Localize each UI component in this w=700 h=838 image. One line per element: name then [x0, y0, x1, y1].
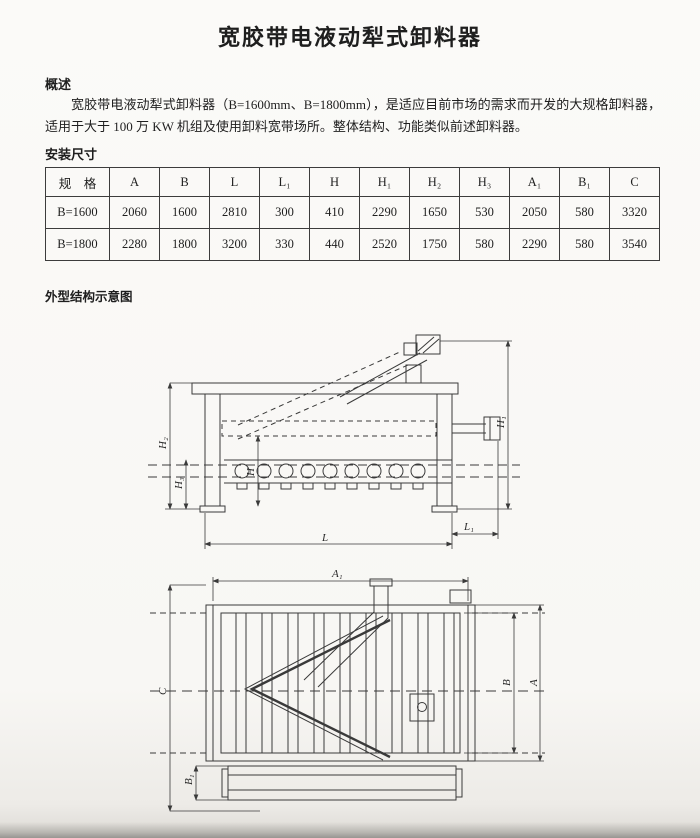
- table-cell: 580: [459, 228, 510, 261]
- side-view-centerlines: [148, 464, 520, 478]
- table-cell: 1650: [409, 196, 460, 229]
- side-view-drawing: L L₁ H₁ H₂ H₃ H: [148, 334, 520, 549]
- table-header-row: 规 格 A B L L₁ H H₁ H₂ H₃ A₁ B₁ C: [45, 167, 660, 197]
- table-header-cell: A: [109, 167, 160, 197]
- dim-label-B1: B₁: [183, 774, 195, 785]
- table-cell: 410: [309, 196, 360, 229]
- side-view-plow-arm: [221, 334, 501, 441]
- side-view-dimensions: [165, 340, 512, 549]
- table-row: B=1600 2060 1600 2810 300 410 2290 1650 …: [45, 196, 660, 229]
- table-header-cell: A₁: [509, 167, 560, 197]
- table-cell: 580: [559, 228, 610, 261]
- table-cell: 2520: [359, 228, 410, 261]
- table-cell: 3320: [609, 196, 660, 229]
- table-header-spec: 规 格: [45, 167, 110, 197]
- dim-label-C: C: [157, 687, 169, 695]
- table-cell: 440: [309, 228, 360, 261]
- table-cell: 2060: [109, 196, 160, 229]
- table-header-cell: L₁: [259, 167, 310, 197]
- table-row: B=1800 2280 1800 3200 330 440 2520 1750 …: [45, 228, 660, 261]
- table-cell: 2280: [109, 228, 160, 261]
- table-cell: 2050: [509, 196, 560, 229]
- table-header-cell: H₃: [459, 167, 510, 197]
- overview-paragraph: 宽胶带电液动犁式卸料器（B=1600mm、B=1800mm），是适应目前市场的需…: [45, 97, 661, 134]
- overview-heading: 概述: [45, 77, 72, 92]
- dim-label-A1: A₁: [331, 568, 343, 580]
- diagram-heading: 外型结构示意图: [45, 290, 133, 304]
- dim-label-L: L: [321, 532, 328, 544]
- table-cell: 2290: [509, 228, 560, 261]
- dim-label-A: A: [528, 679, 540, 687]
- dim-label-B: B: [501, 679, 513, 686]
- dim-label-H: H: [245, 467, 257, 477]
- table-cell: 330: [259, 228, 310, 261]
- table-header-cell: H₂: [409, 167, 460, 197]
- page-title: 宽胶带电液动犁式卸料器: [217, 25, 482, 50]
- top-view-lower-section: [221, 765, 463, 801]
- dim-label-L1: L₁: [463, 521, 474, 533]
- table-cell: 1800: [159, 228, 210, 261]
- table-header-cell: L: [209, 167, 260, 197]
- table-cell: 1750: [409, 228, 460, 261]
- table-header-cell: C: [609, 167, 660, 197]
- top-view-rollers: [235, 612, 455, 754]
- dim-label-H1: H₁: [495, 416, 507, 429]
- table-cell: 3540: [609, 228, 660, 261]
- side-view-frame: [191, 382, 459, 513]
- table-cell: 1600: [159, 196, 210, 229]
- table-cell: 3200: [209, 228, 260, 261]
- side-view-labels: L L₁ H₁ H₂ H₃ H: [157, 416, 507, 544]
- table-cell: 2290: [359, 196, 410, 229]
- side-view-rollers: [234, 463, 426, 490]
- table-cell: 2810: [209, 196, 260, 229]
- table-cell: 300: [259, 196, 310, 229]
- dimensions-heading: 安装尺寸: [45, 147, 98, 162]
- top-view-dimensions: [167, 577, 544, 812]
- top-view-drawing: A₁ A B C B₁: [150, 568, 548, 812]
- dimensions-table: 规 格 A B L L₁ H H₁ H₂ H₃ A₁ B₁ C B=1600 2…: [45, 167, 660, 261]
- table-header-cell: B₁: [559, 167, 610, 197]
- top-view-labels: A₁ A B C B₁: [157, 568, 540, 785]
- dim-label-H3: H₃: [173, 477, 185, 490]
- table-cell: 580: [559, 196, 610, 229]
- table-cell-spec: B=1600: [45, 196, 110, 229]
- top-view-plow: [243, 578, 472, 761]
- table-cell: 530: [459, 196, 510, 229]
- table-header-cell: H: [309, 167, 360, 197]
- table-header-cell: H₁: [359, 167, 410, 197]
- scan-shadow: [0, 822, 700, 838]
- table-header-cell: B: [159, 167, 210, 197]
- dim-label-H2: H₂: [157, 437, 169, 450]
- table-cell-spec: B=1800: [45, 228, 110, 261]
